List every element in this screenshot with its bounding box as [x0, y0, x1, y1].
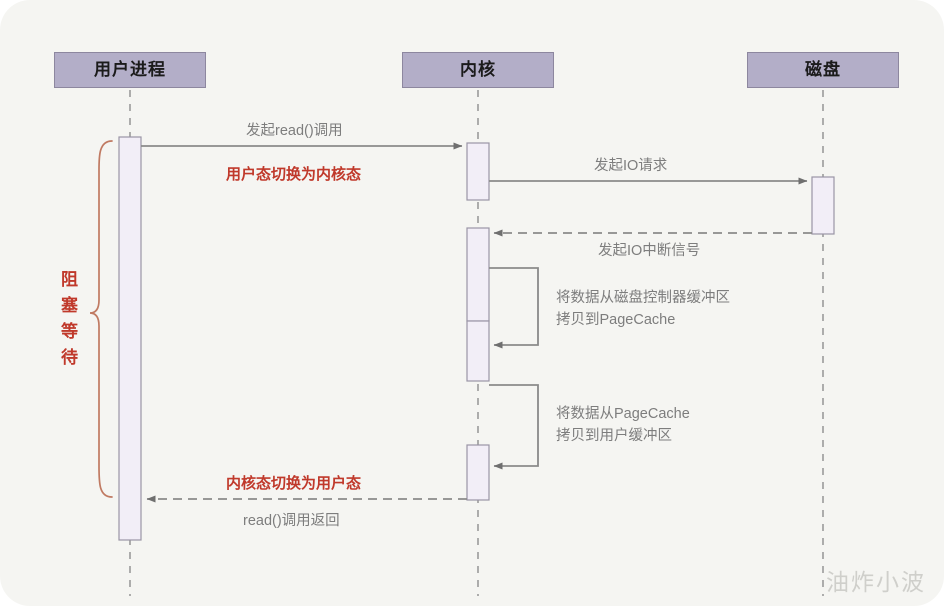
activation-user-process	[118, 136, 142, 541]
activation-kernel-3	[466, 320, 490, 382]
message-label-kernel-to-user-mode: 内核态切换为用户态	[226, 475, 362, 492]
activation-bars	[118, 136, 835, 541]
activation-kernel-2	[466, 227, 490, 322]
message-label-io-request: 发起IO请求	[594, 158, 668, 174]
blocking-wait-brace	[89, 140, 113, 498]
lifeline-header-disk[interactable]: 磁盘	[747, 52, 899, 88]
lifeline-header-user-process[interactable]: 用户进程	[54, 52, 206, 88]
activation-disk	[811, 176, 835, 235]
watermark: 油炸小波	[826, 570, 926, 596]
message-label-io-interrupt: 发起IO中断信号	[598, 243, 701, 259]
blocking-wait-char-3: 待	[61, 348, 79, 367]
blocking-wait-char-1: 塞	[61, 296, 79, 315]
activation-kernel-1	[466, 142, 490, 201]
message-label-copy-disk-to-pagecache: 将数据从磁盘控制器缓冲区 拷贝到PageCache	[556, 290, 730, 328]
arrow-copy-disk-to-pagecache	[489, 267, 539, 349]
lifeline-header-kernel[interactable]: 内核	[402, 52, 554, 88]
arrow-copy-pagecache-to-user	[489, 384, 539, 470]
blocking-wait-label: 阻 塞 等 待	[59, 267, 81, 371]
message-label-user-to-kernel-mode: 用户态切换为内核态	[226, 166, 362, 183]
blocking-wait-char-2: 等	[61, 322, 79, 341]
message-label-copy-pagecache-to-user: 将数据从PageCache 拷贝到用户缓冲区	[556, 406, 690, 444]
message-arrows	[141, 142, 812, 503]
message-label-read-call: 发起read()调用	[246, 123, 343, 139]
blocking-wait-char-0: 阻	[61, 270, 79, 289]
message-label-read-return: read()调用返回	[243, 513, 340, 529]
activation-kernel-4	[466, 444, 490, 501]
